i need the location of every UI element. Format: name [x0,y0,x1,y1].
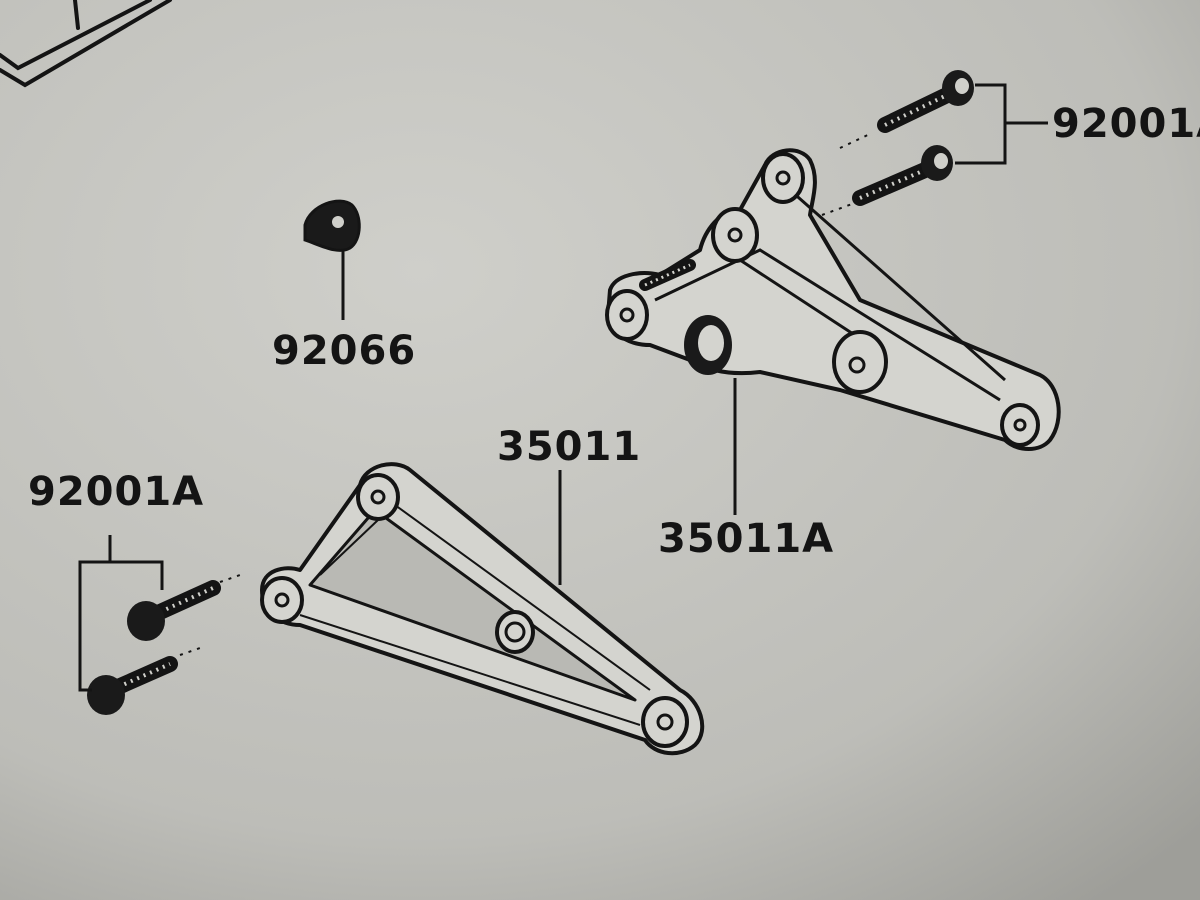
partial-frame-corner [0,0,172,88]
leader-bracket-92001A-upper [955,83,1048,165]
part-35011A-bracket [605,148,1061,515]
part-label-92001A-upper: 92001A [1052,101,1200,147]
bolt-upper-1 [877,70,974,133]
leader-bracket-92001A-lower [78,535,164,692]
bolt-upper-2 [852,145,953,206]
part-label-92066: 92066 [272,328,416,374]
part-92066-clip [303,199,361,320]
bolt-lower-1 [127,580,221,641]
part-92001A-upper-bolts [821,70,1048,216]
part-92001A-lower-bolts [78,535,241,715]
part-35011-bracket [260,462,705,756]
part-label-92001A-lower: 92001A [28,469,204,515]
bolt-lower-2 [87,656,178,715]
part-label-35011: 35011 [497,424,641,470]
part-label-35011A: 35011A [658,516,834,562]
